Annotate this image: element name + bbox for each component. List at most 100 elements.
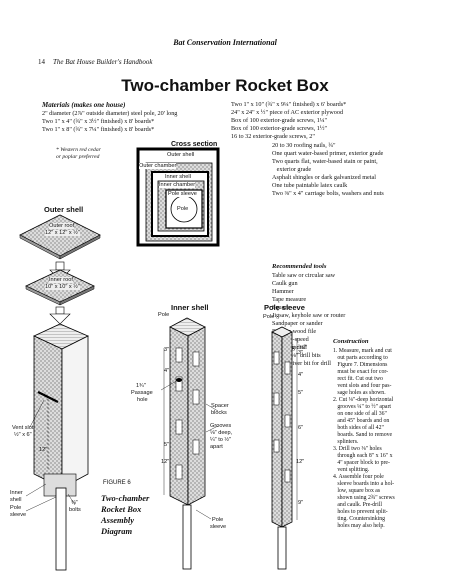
pole-sleeve-label: sleeve	[210, 524, 227, 530]
dim-label: 5"	[298, 390, 304, 396]
dim-label: 5"	[164, 442, 170, 448]
construction-step-line: low, square box as	[333, 488, 381, 494]
construction-step-line: vent splitting.	[333, 467, 370, 473]
outer-shell-box	[33, 323, 89, 571]
page-number: 14	[38, 58, 45, 66]
bolts-label: bolts	[69, 507, 81, 513]
passage-dim: 1¾"	[136, 383, 146, 389]
outer-shell-heading: Outer shell	[44, 205, 84, 214]
grooves-label: ¼" to ½"	[210, 437, 232, 443]
figure-number: FIGURE 6	[103, 480, 131, 486]
construction-step-line: 2. Cut ⅛"-deep horizontal	[333, 397, 394, 403]
material-line: exterior grade	[272, 166, 312, 173]
wood-note-line: * Western red cedar	[56, 147, 101, 153]
material-line: 24" x 24" x ½" piece of AC exterior plyw…	[231, 109, 344, 116]
dim-label: 6"	[298, 425, 304, 431]
material-line: Two ⅜" x 4" carriage bolts, washers and …	[272, 190, 384, 197]
construction-step-line: Figure 7. Dimensions	[333, 362, 388, 368]
cross-label: Pole sleeve	[168, 191, 197, 197]
material-line: Box of 100 exterior-grade screws, 1¼"	[231, 117, 328, 124]
construction-step-line: ting. Countersinking	[333, 516, 386, 522]
material-line: 2" diameter (2⅞" outside diameter) steel…	[42, 110, 178, 117]
dim-label: 12"	[161, 459, 170, 465]
material-line: Box of 100 exterior-grade screws, 1½"	[231, 125, 328, 132]
dim-label: 12"	[39, 447, 48, 453]
cross-label: Outer shell	[167, 152, 195, 158]
dim-label: 9"	[298, 500, 304, 506]
material-line: One tube paintable latex caulk	[272, 182, 348, 189]
construction-step-line: grooves ¼" to ½" apart	[333, 404, 392, 410]
construction-step-line: rect fit. Cut out two	[333, 376, 383, 382]
pole-label: Pole	[158, 312, 170, 318]
construction-step-line: 1. Measure, mark and cut	[333, 348, 392, 354]
passage-label: hole	[137, 397, 148, 403]
construction-step-line: 4. Assemble four pole	[333, 474, 384, 480]
spacer-label: blocks	[211, 410, 227, 416]
cross-label: Pole	[177, 206, 189, 212]
material-line: One quart water-based primer, exterior g…	[272, 150, 384, 157]
caption-line: Rocket Box	[101, 504, 142, 514]
tool-item: Screwdriver bit for drill	[272, 360, 331, 367]
construction-step-line: splinters.	[333, 439, 359, 445]
material-line: Asphalt shingles or dark galvanized meta…	[272, 174, 376, 181]
construction-heading: Construction	[333, 338, 369, 345]
dim-label: 12"	[296, 459, 305, 465]
tool-item: Sandpaper or sander	[272, 320, 323, 327]
construction-step-line: boards. Sand to remove	[333, 432, 393, 438]
construction-step-line: 4" spacer block to pre-	[333, 460, 390, 466]
grooves-label: ⅛" deep,	[210, 430, 233, 436]
wood-note: * Western red cedar or poplar preferred	[56, 147, 101, 161]
construction-step-line: and 45" boards and on	[333, 418, 390, 424]
material-line: 20 to 30 roofing nails, ¾"	[272, 142, 336, 149]
vent-label: Vent slot	[12, 425, 34, 431]
dim-label: 4"	[164, 368, 170, 374]
pole-sleeve-label: Pole	[212, 517, 224, 523]
bolts-label: ⅜"	[71, 500, 78, 506]
caption-line: Two-chamber	[101, 493, 150, 503]
pole-label: Pole	[263, 314, 275, 320]
construction-step-line: both sides of all 42"	[333, 425, 384, 431]
outer-roof-piece	[19, 214, 101, 260]
tool-item: Tape measure	[272, 296, 307, 303]
material-line: Two 1" x 10" (¾" x 9¼" finished) x 6' bo…	[231, 101, 347, 108]
pole-sleeve-label: Pole	[10, 505, 22, 511]
cross-label: Outer chamber	[139, 163, 177, 169]
inner-roof-dims: 10" x 10" x ½"	[45, 284, 80, 290]
dim-label: 3"	[164, 347, 170, 353]
construction-step-line: through each 8" x 16" x	[333, 453, 393, 459]
tools-heading: Recommended tools	[272, 263, 327, 270]
figure-caption: Two-chamber Rocket Box Assembly Diagram	[101, 493, 149, 537]
arrow-down-icon	[49, 306, 71, 325]
inner-shell-heading: Inner shell	[171, 303, 209, 312]
construction-step-line: shown using 2¾" screws	[333, 495, 395, 501]
construction-steps: 1. Measure, mark and cut out parts accor…	[333, 348, 445, 530]
cross-label: Inner shell	[165, 174, 191, 180]
material-line: 16 to 32 exterior-grade screws, 2"	[231, 133, 315, 140]
page-title: Two-chamber Rocket Box	[121, 76, 329, 95]
grooves-label: apart	[210, 444, 223, 450]
inner-shell-box	[163, 317, 206, 570]
tool-item: Square	[272, 304, 290, 311]
construction-step-line: 3. Drill two ⅜" holes	[333, 446, 382, 452]
pole-sleeve-label: sleeve	[10, 512, 27, 518]
construction-step-line: holes may also help.	[333, 523, 385, 529]
running-header-org: Bat Conservation International	[173, 38, 277, 47]
cross-section-title: Cross section	[171, 141, 218, 148]
construction-step-line: holes to prevent split-	[333, 509, 388, 515]
tool-item: Hammer	[272, 288, 294, 295]
caption-line: Diagram	[101, 526, 133, 536]
cross-label: Inner chamber	[159, 182, 196, 188]
construction-step-line: out parts according to	[333, 355, 388, 361]
pole-sleeve-box	[271, 326, 298, 570]
construction-step-line: sleeve boards into a hol-	[333, 481, 395, 487]
tool-item: Caulk gun	[272, 280, 298, 287]
passage-label: Passage	[131, 390, 153, 396]
material-line: Two quarts flat, water-based stain or pa…	[272, 158, 378, 165]
tool-item: Table saw or circular saw	[272, 272, 336, 279]
inner-roof-label: Inner roof	[49, 277, 73, 283]
construction-step-line: must be exact for cor-	[333, 369, 389, 375]
dim-label: 4"	[298, 372, 304, 378]
vent-label: ½" x 6"	[14, 432, 32, 438]
inner-shell-label: Inner	[10, 490, 23, 496]
